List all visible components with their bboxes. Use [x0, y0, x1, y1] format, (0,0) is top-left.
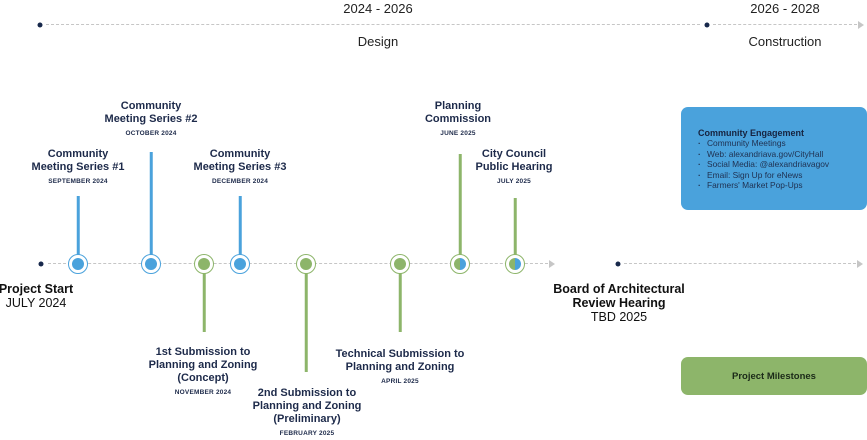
milestone-2nd-submission: 2nd Submission to Planning and Zoning (P…: [253, 387, 362, 437]
project-start-date: JULY 2024: [5, 296, 67, 310]
milestone-title-line2: Planning and Zoning: [252, 400, 362, 412]
bar-hearing-label: Board of Architectural Review Hearing TB…: [553, 282, 685, 324]
milestone-date: FEBRUARY 2025: [279, 430, 335, 437]
node-1st-submission[interactable]: [194, 254, 214, 274]
milestone-technical-submission: Technical Submission to Planning and Zon…: [336, 348, 465, 385]
milestone-title-line1: Community: [209, 148, 271, 160]
stem-planning-commission: [458, 154, 462, 258]
stem-2nd-submission: [304, 270, 308, 372]
milestone-cms3: Community Meeting Series #3 DECEMBER 202…: [194, 148, 287, 185]
milestone-date: NOVEMBER 2024: [174, 389, 232, 396]
post-hearing-line: [624, 263, 856, 264]
stem-cms3: [238, 196, 242, 258]
phase-design-start-dot: [37, 22, 43, 28]
milestone-title-line1: Planning: [434, 100, 482, 112]
phase-arrow-icon: [858, 21, 864, 29]
milestone-title-line2: Meeting Series #3: [193, 161, 287, 173]
stem-cms1: [76, 196, 80, 258]
phase-design-line: [46, 24, 700, 25]
milestone-title-line1: City Council: [481, 148, 547, 160]
milestone-title-line3: (Concept): [177, 372, 229, 384]
main-timeline-arrow-icon: [549, 260, 555, 268]
community-engagement-title: Community Engagement: [698, 128, 805, 138]
phase-construction-years: 2026 - 2028: [750, 1, 820, 16]
bar-hearing-title-line2: Review Hearing: [572, 296, 666, 310]
node-planning-commission[interactable]: [450, 254, 470, 274]
engagement-item: Farmers' Market Pop-Ups: [698, 180, 867, 191]
milestone-title-line2: Public Hearing: [475, 161, 553, 173]
milestone-title-line2: Commission: [424, 113, 492, 125]
milestone-title-line1: Technical Submission to: [335, 348, 465, 360]
milestone-cms2: Community Meeting Series #2 OCTOBER 2024: [105, 100, 198, 137]
phase-construction-start-dot: [704, 22, 710, 28]
bar-hearing-dot: [615, 261, 621, 267]
project-start-title: Project Start: [0, 282, 74, 296]
milestone-date: OCTOBER 2024: [125, 130, 177, 137]
engagement-item: Email: Sign Up for eNews: [698, 170, 867, 181]
milestone-1st-submission: 1st Submission to Planning and Zoning (C…: [149, 346, 258, 396]
stem-1st-submission: [202, 270, 206, 332]
milestone-date: SEPTEMBER 2024: [48, 178, 108, 185]
milestone-date: JUNE 2025: [440, 130, 476, 137]
milestone-cms1: Community Meeting Series #1 SEPTEMBER 20…: [32, 148, 125, 185]
milestone-title-line2: Meeting Series #2: [104, 113, 198, 125]
milestone-city-council: City Council Public Hearing JULY 2025: [475, 148, 552, 185]
milestone-date: JULY 2025: [497, 178, 531, 185]
community-engagement-list: Community Meetings Web: alexandriava.gov…: [698, 138, 867, 191]
phase-construction-label: Construction: [748, 34, 822, 49]
engagement-item: Social Media: @alexandriavagov: [698, 159, 867, 170]
bar-hearing-date: TBD 2025: [590, 310, 648, 324]
milestone-title-line2: Planning and Zoning: [345, 361, 455, 373]
milestone-date: DECEMBER 2024: [211, 178, 269, 185]
node-cms1[interactable]: [68, 254, 88, 274]
milestone-title-line1: Community: [120, 100, 182, 112]
node-technical-submission[interactable]: [390, 254, 410, 274]
milestone-title-line2: Meeting Series #1: [31, 161, 125, 173]
post-hearing-arrow-icon: [857, 260, 863, 268]
milestone-title-line1: 2nd Submission to: [257, 387, 357, 399]
milestone-planning-commission: Planning Commission JUNE 2025: [425, 100, 491, 137]
node-cms3[interactable]: [230, 254, 250, 274]
milestone-title-line2: Planning and Zoning: [148, 359, 258, 371]
stem-technical-submission: [398, 270, 402, 332]
milestone-title-line3: (Preliminary): [273, 413, 341, 425]
node-2nd-submission[interactable]: [296, 254, 316, 274]
node-city-council[interactable]: [505, 254, 525, 274]
milestone-title-line1: Community: [47, 148, 109, 160]
stem-city-council: [513, 198, 517, 258]
engagement-item: Community Meetings: [698, 138, 867, 149]
project-milestones-legend: Project Milestones: [681, 357, 867, 395]
stem-cms2: [149, 152, 153, 258]
community-engagement-legend: Community Engagement Community Meetings …: [681, 107, 867, 210]
project-start-dot: [38, 261, 44, 267]
phase-design-label: Design: [357, 34, 399, 49]
phase-construction-line: [713, 24, 857, 25]
node-cms2[interactable]: [141, 254, 161, 274]
milestone-title-line1: 1st Submission to: [155, 346, 251, 358]
bar-hearing-title-line1: Board of Architectural: [553, 282, 685, 296]
milestone-date: APRIL 2025: [381, 378, 419, 385]
project-start-label: Project Start JULY 2024: [0, 282, 73, 310]
engagement-item: Web: alexandriava.gov/CityHall: [698, 149, 867, 160]
phase-design-years: 2024 - 2026: [343, 1, 413, 16]
